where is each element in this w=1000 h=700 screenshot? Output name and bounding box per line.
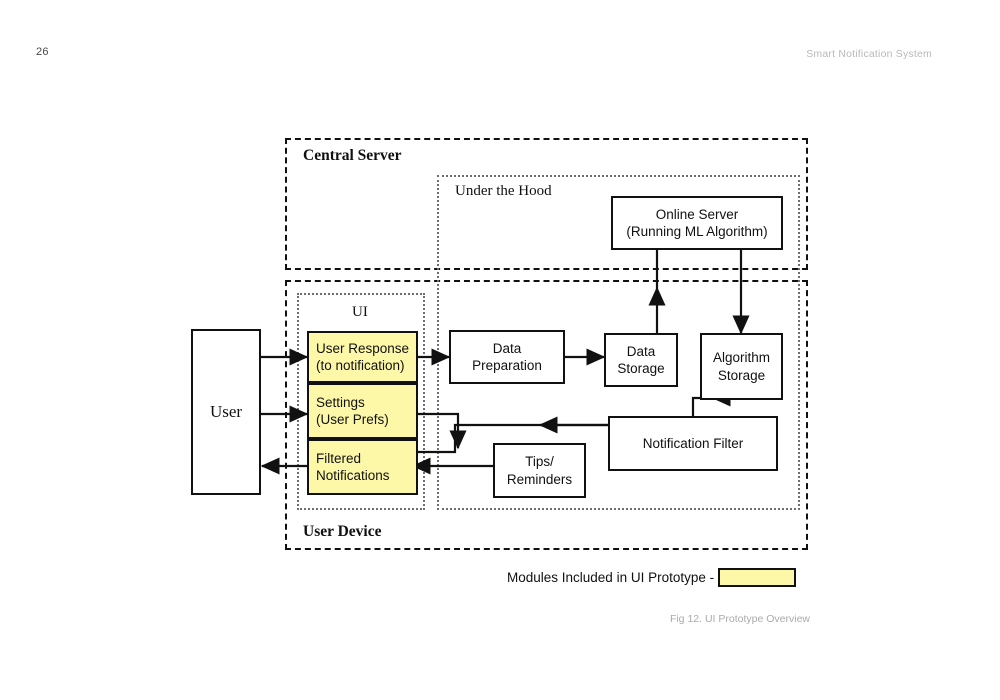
node-tips-line2: Reminders	[506, 471, 573, 487]
node-filtered-line1: Filtered	[316, 450, 362, 466]
node-notification-filter[interactable]: Notification Filter	[608, 416, 778, 471]
legend-color-swatch	[718, 568, 797, 587]
node-data-prep-line2: Preparation	[472, 358, 542, 373]
node-data-preparation[interactable]: Data Preparation	[449, 330, 565, 384]
node-filtered-notifications[interactable]: Filtered Notifications	[307, 439, 418, 495]
node-algorithm-storage-line1: Algorithm	[712, 350, 771, 366]
node-online-server-line1: Online Server	[655, 206, 739, 222]
figure-caption: Fig 12. UI Prototype Overview	[669, 613, 810, 625]
node-settings[interactable]: Settings (User Prefs)	[307, 383, 418, 439]
node-settings-line2: (User Prefs)	[316, 412, 389, 427]
node-tips-line1: Tips/	[525, 454, 554, 470]
node-online-server-line2: (Running ML Algorithm)	[626, 224, 768, 239]
node-data-storage-line2: Storage	[617, 361, 665, 376]
node-data-prep-line1: Data	[492, 340, 522, 356]
node-algorithm-storage-line2: Storage	[717, 367, 766, 383]
node-user-response[interactable]: User Response (to notification)	[307, 331, 418, 383]
node-online-server[interactable]: Online Server (Running ML Algorithm)	[611, 196, 783, 250]
central-server-container	[285, 138, 808, 270]
legend-label: Modules Included in UI Prototype -	[507, 570, 715, 585]
node-tips-reminders[interactable]: Tips/ Reminders	[493, 443, 586, 498]
running-head: Smart Notification System	[806, 48, 932, 60]
page-number: 26	[36, 46, 49, 58]
user-device-label: User Device	[303, 523, 382, 540]
node-settings-line1: Settings	[316, 394, 365, 410]
legend: Modules Included in UI Prototype -	[507, 568, 797, 587]
ui-label: UI	[352, 304, 368, 320]
ui-container	[297, 293, 425, 510]
node-user-response-line2: (to notification)	[316, 358, 405, 373]
node-notification-filter-label: Notification Filter	[642, 435, 744, 451]
node-user[interactable]: User	[191, 329, 261, 495]
node-user-response-line1: User Response	[316, 340, 410, 356]
under-the-hood-label: Under the Hood	[455, 183, 552, 199]
node-user-label: User	[209, 402, 243, 422]
under-the-hood-container	[437, 175, 800, 510]
node-filtered-line2: Notifications	[316, 468, 390, 483]
node-algorithm-storage[interactable]: Algorithm Storage	[700, 333, 783, 400]
central-server-label: Central Server	[303, 147, 402, 164]
node-data-storage-line1: Data	[626, 343, 656, 359]
node-data-storage[interactable]: Data Storage	[604, 333, 678, 387]
